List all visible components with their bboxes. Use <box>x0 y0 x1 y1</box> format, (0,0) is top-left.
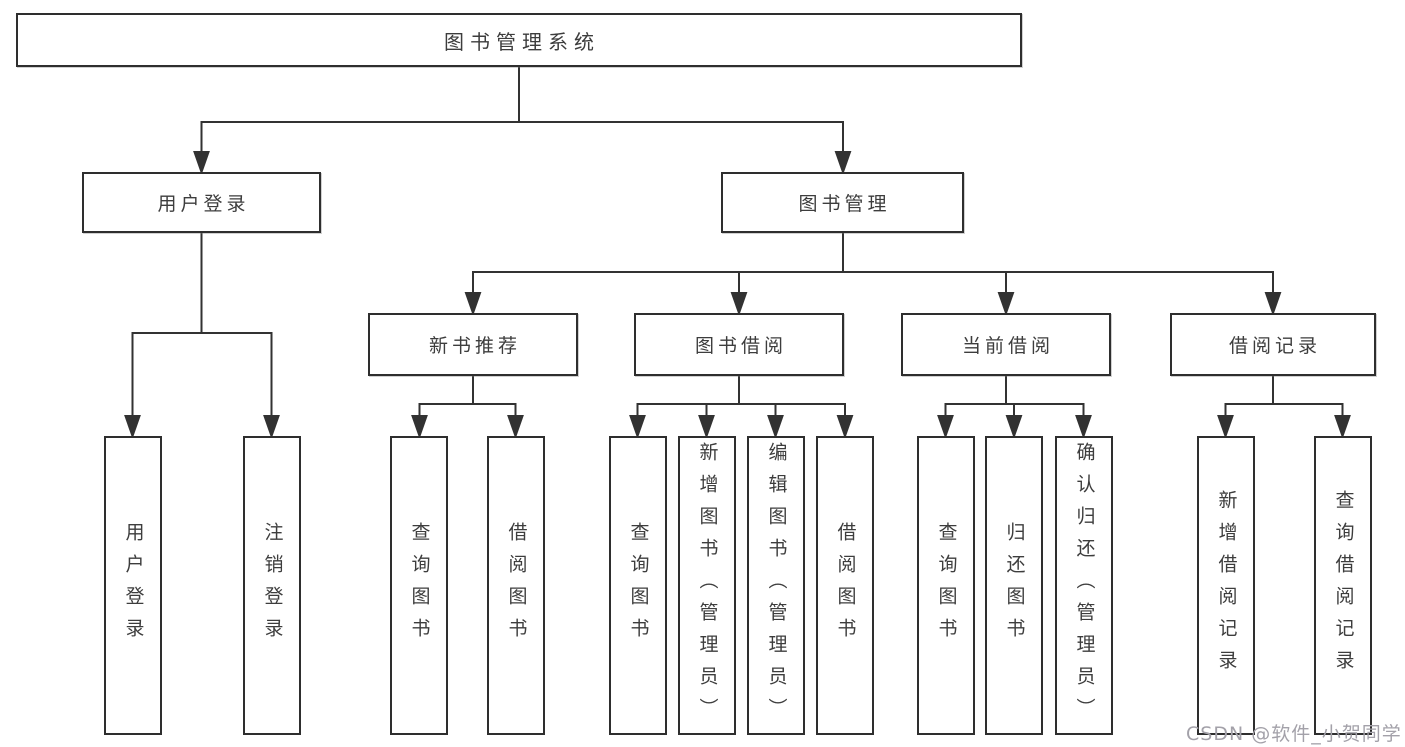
leaf-records-add-record: 新增借阅记录 <box>1197 436 1255 735</box>
node-book-management: 图书管理 <box>721 172 964 233</box>
leaf-recommend-query-books-label: 查询图书 <box>408 521 431 650</box>
arrowhead-leafD1-icon <box>937 415 954 440</box>
leaf-current-query-books-label: 查询图书 <box>935 521 958 650</box>
leaf-recommend-query-books: 查询图书 <box>390 436 448 735</box>
arrowhead-leafB1-icon <box>411 415 428 440</box>
arrowhead-l3-2-icon <box>730 292 748 317</box>
leaf-current-query-books: 查询图书 <box>917 436 975 735</box>
leaf-current-return-books-label: 归还图书 <box>1003 521 1026 650</box>
node-book-borrowing-label: 图书借阅 <box>694 335 787 357</box>
leaf-user-login: 用户登录 <box>104 436 162 735</box>
node-root-book-management-system: 图书管理系统 <box>16 13 1022 67</box>
leaf-current-confirm-return-admin: 确认归还（管理员） <box>1055 436 1113 735</box>
leaf-borrowing-add-books-admin: 新增图书（管理员） <box>678 436 736 735</box>
arrowhead-leafA1-icon <box>124 415 141 440</box>
arrowhead-leafE1-icon <box>1217 415 1234 440</box>
leaf-recommend-borrow-books-label: 借阅图书 <box>505 521 528 650</box>
leaf-current-return-books: 归还图书 <box>985 436 1043 735</box>
node-user-login-label: 用户登录 <box>157 193 250 215</box>
arrowhead-leafA2-icon <box>263 415 280 440</box>
arrowhead-leafD2-icon <box>1005 415 1023 440</box>
node-current-borrowing-label: 当前借阅 <box>961 335 1054 357</box>
leaf-borrowing-query-books: 查询图书 <box>609 436 667 735</box>
node-book-borrowing: 图书借阅 <box>634 313 844 376</box>
leaf-logout-login-label: 注销登录 <box>261 521 284 650</box>
arrowhead-book-mgmt-icon <box>834 151 852 176</box>
arrowhead-leafC2-icon <box>698 415 715 440</box>
node-new-book-recommend: 新书推荐 <box>368 313 578 376</box>
leaf-borrowing-edit-books-admin: 编辑图书（管理员） <box>747 436 805 735</box>
node-user-login: 用户登录 <box>82 172 321 233</box>
node-new-book-recommend-label: 新书推荐 <box>428 335 521 357</box>
arrowhead-leafC1-icon <box>629 415 646 440</box>
arrowhead-leafC3-icon <box>767 415 784 440</box>
arrowhead-leafB2-icon <box>507 415 524 440</box>
node-borrow-records: 借阅记录 <box>1170 313 1376 376</box>
node-root-label: 图书管理系统 <box>444 29 600 54</box>
arrowhead-leafE2-icon <box>1334 415 1351 440</box>
arrowhead-leafC4-icon <box>836 415 854 440</box>
leaf-logout-login: 注销登录 <box>243 436 301 735</box>
arrowhead-l3-4-icon <box>1264 292 1282 317</box>
leaf-borrowing-borrow-books-label: 借阅图书 <box>834 521 857 650</box>
leaf-borrowing-query-books-label: 查询图书 <box>627 521 650 650</box>
leaf-recommend-borrow-books: 借阅图书 <box>487 436 545 735</box>
leaf-current-confirm-return-admin-label: 确认归还（管理员） <box>1073 441 1096 730</box>
node-book-management-label: 图书管理 <box>798 193 891 215</box>
arrowhead-l3-1-icon <box>464 292 482 317</box>
node-current-borrowing: 当前借阅 <box>901 313 1111 376</box>
leaf-records-query-record-label: 查询借阅记录 <box>1332 489 1355 682</box>
arrowhead-user-login-icon <box>193 151 210 176</box>
node-borrow-records-label: 借阅记录 <box>1228 335 1321 357</box>
leaf-records-add-record-label: 新增借阅记录 <box>1215 489 1238 682</box>
leaf-borrowing-add-books-admin-label: 新增图书（管理员） <box>696 441 719 730</box>
leaf-borrowing-borrow-books: 借阅图书 <box>816 436 874 735</box>
leaf-records-query-record: 查询借阅记录 <box>1314 436 1372 735</box>
arrowhead-leafD3-icon <box>1075 415 1092 440</box>
leaf-user-login-label: 用户登录 <box>122 521 145 650</box>
csdn-watermark: CSDN @软件_小贺同学 <box>1186 723 1402 745</box>
arrowhead-l3-3-icon <box>997 292 1015 317</box>
leaf-borrowing-edit-books-admin-label: 编辑图书（管理员） <box>765 441 788 730</box>
